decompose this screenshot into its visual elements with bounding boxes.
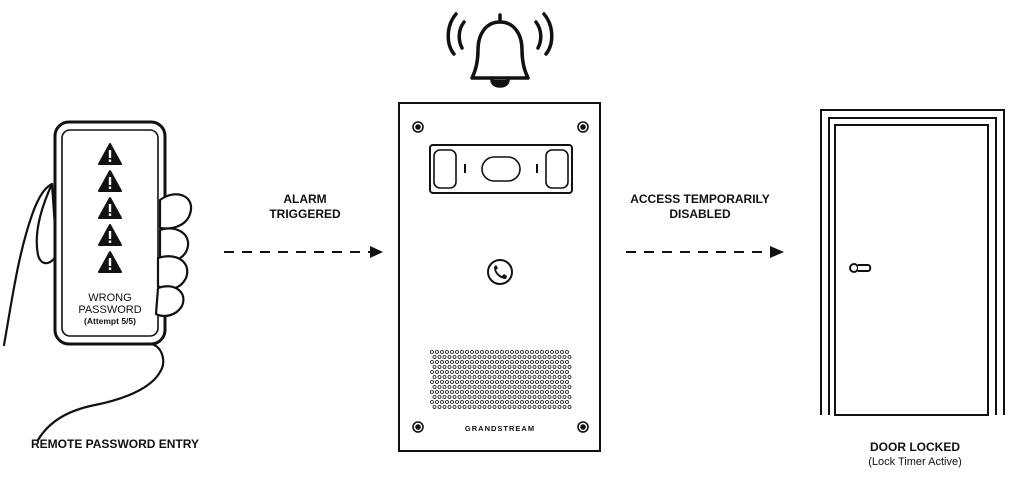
warning-icon bbox=[98, 197, 122, 219]
warning-icon bbox=[98, 170, 122, 192]
warning-icon bbox=[98, 224, 122, 246]
arrow-right-icon bbox=[370, 246, 383, 258]
device-brand: GRANDSTREAM bbox=[465, 424, 535, 433]
arrow-right-icon bbox=[770, 246, 784, 258]
door-locked-label: DOOR LOCKED bbox=[870, 440, 960, 454]
alarm-label-line1: ALARM bbox=[283, 192, 327, 206]
hand-fingers bbox=[154, 193, 193, 317]
warning-icon bbox=[98, 143, 122, 165]
arrow-alarm bbox=[224, 246, 383, 258]
arrow-access bbox=[626, 246, 784, 258]
alarm-label-line2: TRIGGERED bbox=[269, 207, 341, 221]
camera-lens bbox=[481, 156, 521, 182]
phone-message: WRONG PASSWORD (Attempt 5/5) bbox=[62, 292, 158, 327]
door-station: GRANDSTREAM bbox=[398, 102, 601, 452]
door-status-label: DOOR LOCKED (Lock Timer Active) bbox=[830, 440, 1000, 470]
phone-message-line1: WRONG bbox=[88, 292, 132, 304]
remote-entry-label: REMOTE PASSWORD ENTRY bbox=[30, 437, 199, 451]
locked-door bbox=[820, 109, 1005, 416]
access-label-line2: DISABLED bbox=[669, 207, 731, 221]
hand-thumb bbox=[35, 182, 60, 265]
keyhole-icon bbox=[849, 263, 872, 273]
screws bbox=[412, 121, 589, 433]
phone-message-line2: PASSWORD bbox=[78, 304, 142, 316]
alarm-label: ALARM TRIGGERED bbox=[230, 192, 380, 222]
lock-timer-label: (Lock Timer Active) bbox=[868, 456, 962, 468]
access-label-line1: ACCESS TEMPORARILY bbox=[630, 192, 770, 206]
warning-icons bbox=[98, 143, 122, 273]
bell-icon bbox=[446, 12, 554, 88]
warning-icon bbox=[98, 251, 122, 273]
access-label: ACCESS TEMPORARILY DISABLED bbox=[600, 192, 800, 222]
call-icon bbox=[487, 259, 513, 285]
phone-attempt: (Attempt 5/5) bbox=[84, 316, 136, 326]
speaker-grille bbox=[430, 350, 572, 409]
